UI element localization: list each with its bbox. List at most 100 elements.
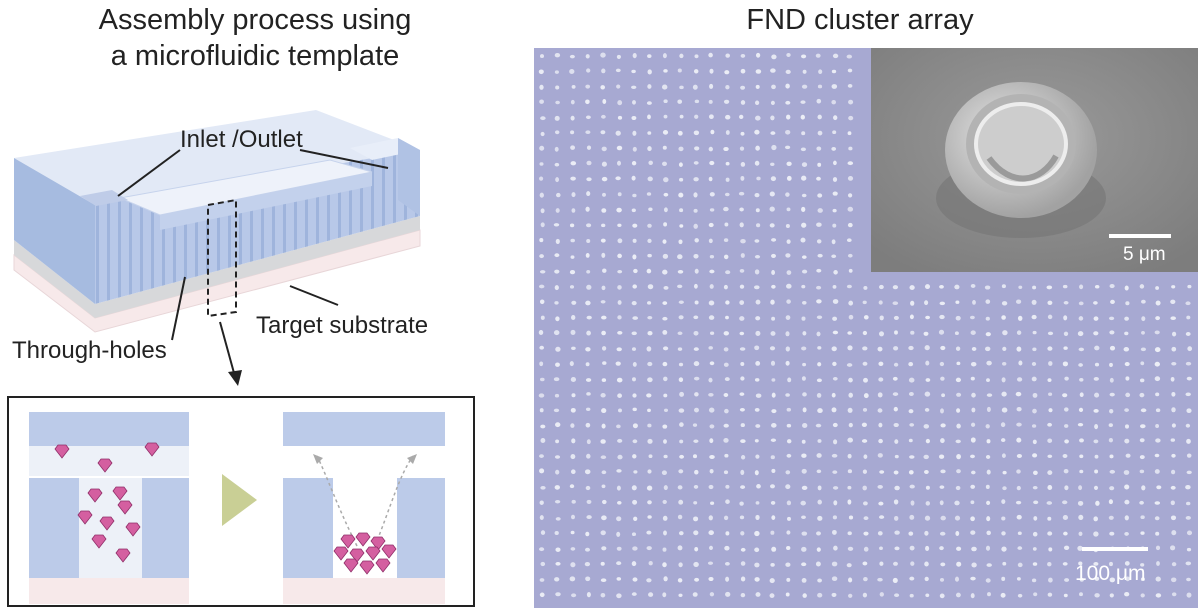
fnd-cluster-dot — [1123, 347, 1130, 352]
fnd-cluster-dot — [632, 377, 636, 382]
fnd-cluster-dot — [693, 223, 698, 229]
fnd-cluster-dot — [785, 100, 791, 105]
fnd-cluster-dot — [847, 222, 853, 228]
fnd-cluster-dot — [1032, 392, 1038, 398]
fnd-cluster-dot — [708, 346, 713, 350]
fnd-cluster-dot — [832, 285, 837, 289]
fnd-cluster-dot — [1124, 408, 1129, 412]
fnd-cluster-dot — [553, 223, 560, 227]
fnd-cluster-dot — [1124, 438, 1130, 444]
fnd-cluster-dot — [955, 315, 961, 321]
fnd-cluster-dot — [570, 423, 575, 428]
fnd-cluster-dot — [1000, 592, 1006, 598]
fnd-cluster-dot — [816, 98, 822, 104]
fnd-cluster-dot — [602, 99, 607, 104]
fnd-cluster-dot — [554, 455, 561, 459]
fnd-cluster-dot — [986, 378, 990, 382]
fnd-cluster-dot — [632, 53, 637, 59]
fnd-cluster-dot — [1016, 346, 1022, 352]
fnd-cluster-dot — [1093, 485, 1099, 491]
nanodiamond-icon — [355, 532, 371, 547]
fnd-cluster-dot — [570, 115, 575, 121]
fnd-cluster-dot — [848, 99, 854, 105]
fnd-cluster-dot — [739, 114, 744, 120]
fnd-cluster-dot — [616, 516, 622, 522]
fnd-cluster-dot — [693, 561, 699, 567]
fnd-cluster-dot — [832, 529, 837, 535]
fnd-cluster-dot — [739, 222, 744, 228]
fnd-cluster-dot — [709, 284, 714, 289]
fnd-cluster-dot — [848, 146, 853, 151]
fnd-cluster-dot — [802, 407, 807, 413]
fnd-cluster-dot — [1140, 563, 1145, 567]
fnd-cluster-dot — [1170, 316, 1176, 321]
fnd-cluster-dot — [785, 484, 791, 490]
fnd-cluster-dot — [971, 470, 976, 475]
fnd-cluster-dot — [877, 531, 883, 536]
fnd-cluster-dot — [832, 299, 839, 304]
fnd-cluster-dot — [663, 454, 668, 459]
fnd-cluster-dot — [893, 315, 899, 320]
nanodiamond-icon — [87, 488, 103, 503]
fnd-cluster-dot — [1186, 547, 1192, 552]
fnd-cluster-dot — [801, 439, 806, 444]
fnd-cluster-dot — [1171, 469, 1176, 475]
fnd-cluster-dot — [816, 222, 822, 227]
fnd-cluster-dot — [862, 501, 868, 506]
fnd-cluster-dot — [663, 222, 668, 227]
fnd-cluster-dot — [1171, 407, 1176, 413]
fnd-cluster-dot — [786, 283, 792, 289]
fnd-cluster-dot — [815, 53, 821, 58]
fnd-cluster-dot — [832, 53, 839, 59]
fnd-cluster-dot — [739, 300, 745, 305]
fnd-dot-array — [538, 52, 1193, 599]
fnd-cluster-dot — [677, 514, 683, 520]
fnd-cluster-dot — [816, 378, 822, 383]
fnd-cluster-dot — [723, 146, 729, 152]
fnd-cluster-dot — [801, 485, 808, 491]
fnd-cluster-dot — [539, 361, 544, 367]
fnd-cluster-dot — [647, 377, 653, 383]
fnd-cluster-dot — [787, 516, 791, 521]
fnd-cluster-dot — [661, 470, 667, 475]
fnd-cluster-dot — [1064, 376, 1069, 381]
fnd-cluster-dot — [1156, 561, 1160, 566]
fnd-cluster-dot — [692, 84, 698, 90]
fnd-cluster-dot — [1171, 423, 1176, 428]
fnd-cluster-dot — [771, 423, 777, 428]
fnd-cluster-dot — [877, 408, 883, 413]
fnd-cluster-dot — [663, 576, 668, 582]
fnd-cluster-dot — [801, 284, 806, 289]
fnd-cluster-dot — [833, 270, 838, 275]
fnd-cluster-dot — [908, 391, 914, 397]
fnd-cluster-dot — [648, 454, 653, 459]
nanodiamond-icon — [97, 458, 113, 473]
fnd-cluster-dot — [586, 177, 592, 182]
fnd-cluster-dot — [848, 422, 853, 428]
fnd-cluster-dot — [755, 208, 760, 213]
fnd-cluster-dot — [847, 499, 852, 505]
fnd-cluster-dot — [817, 499, 822, 505]
fnd-cluster-dot — [540, 530, 546, 535]
fnd-cluster-dot — [1141, 316, 1146, 322]
fnd-cluster-dot — [831, 239, 836, 245]
fnd-cluster-dot — [786, 546, 791, 550]
fnd-cluster-dot — [940, 345, 946, 351]
label-through-holes: Through-holes — [12, 337, 167, 364]
fnd-cluster-dot — [585, 84, 591, 89]
fnd-cluster-dot — [694, 469, 699, 475]
fnd-cluster-dot — [615, 130, 621, 136]
left-title-line-2: a microfluidic template — [110, 40, 400, 72]
fnd-cluster-dot — [769, 346, 776, 351]
fnd-cluster-dot — [847, 193, 853, 198]
fnd-cluster-dot — [863, 285, 868, 290]
fnd-cluster-dot — [1109, 593, 1114, 598]
fnd-cluster-dot — [910, 300, 915, 306]
fnd-cluster-dot — [754, 470, 759, 476]
cross-section-detail — [7, 396, 475, 607]
fnd-cluster-dot — [679, 422, 684, 427]
fnd-cluster-dot — [739, 515, 745, 520]
fnd-cluster-dot — [770, 530, 775, 535]
fnd-cluster-dot — [755, 52, 761, 58]
fnd-cluster-dot — [586, 68, 591, 73]
